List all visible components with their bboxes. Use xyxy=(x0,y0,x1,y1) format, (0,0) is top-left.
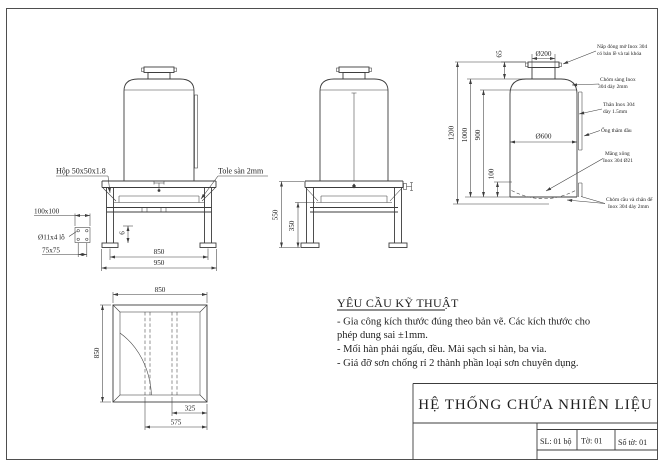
hole-spacing-label: 75x75 xyxy=(42,247,60,255)
sheet-label: Tờ: 01 xyxy=(581,437,602,446)
dim-65-label: 65 xyxy=(496,50,504,58)
side-view: 550 350 xyxy=(272,66,413,248)
dim-550-label: 550 xyxy=(272,209,280,220)
dim-600-label: Ø600 xyxy=(536,133,552,141)
oil-level-tube xyxy=(578,91,583,151)
tech-requirements: YÊU CẦU KỸ THUẬT - Gia công kích thước đ… xyxy=(337,295,590,369)
tech-requirements-heading: YÊU CẦU KỸ THUẬT xyxy=(337,295,459,310)
floor-sheet-label: Tole sàn 2mm xyxy=(218,167,264,176)
svg-text:Chỏm cầu và chân đế: Chỏm cầu và chân đế xyxy=(606,196,653,203)
valve-front xyxy=(153,181,165,192)
svg-text:Inox 304 dày 2mm: Inox 304 dày 2mm xyxy=(608,204,650,210)
plan-pipe-arc xyxy=(119,332,152,396)
drawing-title: HỆ THỐNG CHỨA NHIÊN LIỆU xyxy=(418,395,653,413)
foot-plate-detail: 100x100 Ø11x4 lỗ 75x75 xyxy=(34,208,91,257)
plan-view: 850 850 325 575 xyxy=(93,286,208,430)
dim-950-label: 950 xyxy=(154,259,165,267)
dim-1200-label: 1200 xyxy=(448,125,456,140)
plan-outer-frame xyxy=(112,304,208,403)
svg-text:Inox 304 Ø21: Inox 304 Ø21 xyxy=(603,158,633,164)
tech-req-line-2: phép dung sai ±1mm. xyxy=(337,330,428,341)
title-block: HỆ THỐNG CHỨA NHIÊN LIỆU SL: 01 bộ Tờ: 0… xyxy=(412,383,658,460)
tech-req-line-1: - Gia công kích thước đúng theo bản vẽ. … xyxy=(337,317,590,328)
valve-side xyxy=(403,182,413,191)
svg-text:Măng xông: Măng xông xyxy=(605,151,630,157)
quantity-label: SL: 01 bộ xyxy=(540,437,572,446)
callout-lid: Nắp đóng mở Inox 304 có bản lề và tai kh… xyxy=(562,43,647,65)
callout-body: Thân Inox 304 dày 1.5mm xyxy=(578,102,635,115)
plan-dim-850-left: 850 xyxy=(93,347,101,358)
plan-dim-850-top: 850 xyxy=(155,286,166,294)
callout-top-head: Chỏm sàng Inox 304 dày 2mm xyxy=(571,77,636,90)
drawing-frame xyxy=(6,8,658,460)
level-tube-front xyxy=(194,94,198,169)
dished-bottom-hidden-line xyxy=(511,190,576,199)
callout-oil-tube: Ống thăm dầu xyxy=(583,126,632,137)
dim-350-label: 350 xyxy=(288,220,296,231)
plan-hidden-members xyxy=(144,312,178,395)
plan-dim-325: 325 xyxy=(185,405,196,413)
dim-900-label: 900 xyxy=(474,129,482,140)
stand-side xyxy=(300,180,408,248)
lid-cap-detail xyxy=(527,61,560,68)
svg-text:Chỏm sàng Inox: Chỏm sàng Inox xyxy=(600,77,636,83)
tech-req-line-3: - Mối hàn phải ngấu, đều. Mài sạch si hà… xyxy=(337,344,547,355)
box-frame-label: Hộp 50x50x1.8 xyxy=(56,167,106,176)
foot-plate-size-label: 100x100 xyxy=(34,208,60,216)
svg-text:304 dày 2mm: 304 dày 2mm xyxy=(598,84,628,90)
dim-200-label: Ø200 xyxy=(536,50,552,58)
svg-text:Nắp đóng mở Inox 304: Nắp đóng mở Inox 304 xyxy=(597,43,647,50)
holes-label: Ø11x4 lỗ xyxy=(38,233,65,242)
svg-text:dày 1.5mm: dày 1.5mm xyxy=(603,109,628,115)
callout-bottom-head: Chỏm cầu và chân đế Inox 304 dày 2mm xyxy=(566,196,653,210)
svg-text:Thân Inox 304: Thân Inox 304 xyxy=(603,102,635,108)
tech-req-line-4: - Giá đỡ sơn chống rỉ 2 thành phần loại … xyxy=(337,358,579,369)
front-view: 6 850 950 Hộp 50x50x1.8 Tole sàn 2mm xyxy=(56,66,268,271)
tank-front-outline xyxy=(123,78,195,181)
svg-text:Ống thăm dầu: Ống thăm dầu xyxy=(601,126,632,134)
lid-cap-front xyxy=(143,66,175,73)
plan-dim-575: 575 xyxy=(171,419,182,427)
dim-100-label: 100 xyxy=(488,168,496,179)
dim-850-label: 850 xyxy=(154,248,165,256)
stand-front xyxy=(101,180,217,248)
dim-1000-label: 1000 xyxy=(461,127,469,142)
callout-coupling: Măng xông Inox 304 Ø21 xyxy=(545,151,633,192)
svg-text:có bản lề và tai khóa: có bản lề và tai khóa xyxy=(597,50,642,57)
detail-view: Ø600 Ø200 65 1200 1000 900 100 Nắp đóng … xyxy=(448,43,654,210)
sheet-total-label: Số tờ: 01 xyxy=(618,438,647,447)
dim-6-label: 6 xyxy=(119,231,127,235)
